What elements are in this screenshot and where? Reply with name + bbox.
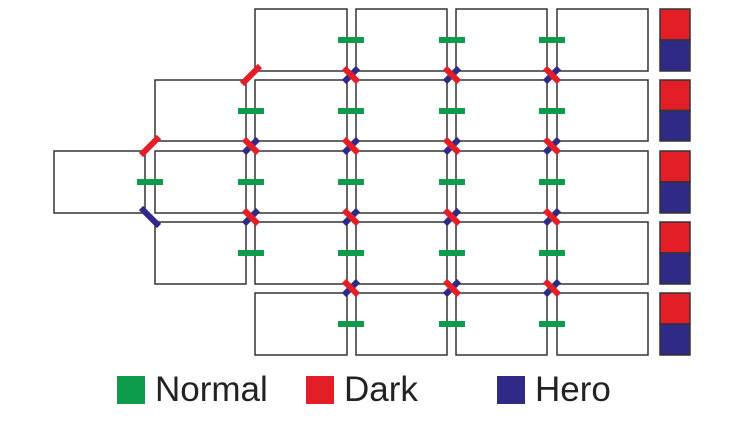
room-box bbox=[355, 79, 448, 142]
connector-dark bbox=[341, 136, 361, 156]
room-box bbox=[455, 221, 548, 285]
bar-dark-segment bbox=[659, 150, 691, 183]
connector-dark bbox=[341, 278, 361, 298]
connectors bbox=[137, 37, 565, 327]
connector-dark bbox=[542, 136, 562, 156]
bar-hero-segment bbox=[659, 323, 691, 356]
connector-dark bbox=[239, 63, 263, 87]
room-box bbox=[455, 79, 548, 142]
room-box bbox=[254, 8, 348, 72]
legend-hero: Hero bbox=[497, 368, 611, 412]
connector-dark bbox=[341, 207, 361, 227]
connector-hero bbox=[138, 205, 162, 229]
room-box bbox=[355, 150, 448, 214]
room-box bbox=[355, 221, 448, 285]
bar-dark-segment bbox=[659, 292, 691, 325]
bar-hero-segment bbox=[659, 181, 691, 214]
room-box bbox=[254, 79, 348, 142]
connector-dark bbox=[542, 207, 562, 227]
bar-dark-segment bbox=[659, 221, 691, 254]
legend-swatch-normal bbox=[117, 376, 145, 404]
connector-dark bbox=[138, 134, 162, 158]
legend-swatch-hero bbox=[497, 376, 525, 404]
connector-dark bbox=[542, 278, 562, 298]
room-box bbox=[455, 292, 548, 356]
room-box bbox=[355, 8, 448, 72]
bar-dark-segment bbox=[659, 79, 691, 112]
bar-hero-segment bbox=[659, 39, 691, 72]
connector-dark bbox=[442, 278, 462, 298]
room-box bbox=[254, 292, 348, 356]
legend-label-normal: Normal bbox=[155, 370, 268, 409]
legend-label-hero: Hero bbox=[535, 370, 611, 409]
legend-label-dark: Dark bbox=[344, 370, 418, 409]
legend-swatch-dark bbox=[306, 376, 334, 404]
room-box bbox=[556, 150, 649, 214]
room-box bbox=[254, 150, 348, 214]
room-box bbox=[154, 150, 247, 214]
bar-dark-segment bbox=[659, 8, 691, 41]
connector-dark bbox=[241, 136, 261, 156]
room-box bbox=[53, 150, 146, 214]
connector-dark bbox=[442, 207, 462, 227]
room-box bbox=[254, 221, 348, 285]
room-box bbox=[154, 221, 247, 285]
legend-dark: Dark bbox=[306, 368, 418, 412]
connector-dark bbox=[341, 65, 361, 85]
room-box bbox=[556, 79, 649, 142]
bar-hero-segment bbox=[659, 109, 691, 142]
room-box bbox=[154, 79, 247, 142]
room-box bbox=[556, 292, 649, 356]
connector-dark bbox=[442, 65, 462, 85]
bar-hero-segment bbox=[659, 252, 691, 285]
room-box bbox=[455, 8, 548, 72]
connector-dark bbox=[241, 207, 261, 227]
room-box bbox=[455, 150, 548, 214]
room-box bbox=[556, 221, 649, 285]
connector-dark bbox=[442, 136, 462, 156]
room-box bbox=[556, 8, 649, 72]
room-boxes bbox=[53, 8, 649, 356]
room-box bbox=[355, 292, 448, 356]
legend-normal: Normal bbox=[117, 368, 268, 412]
connector-dark bbox=[542, 65, 562, 85]
difficulty-bars bbox=[659, 8, 691, 356]
